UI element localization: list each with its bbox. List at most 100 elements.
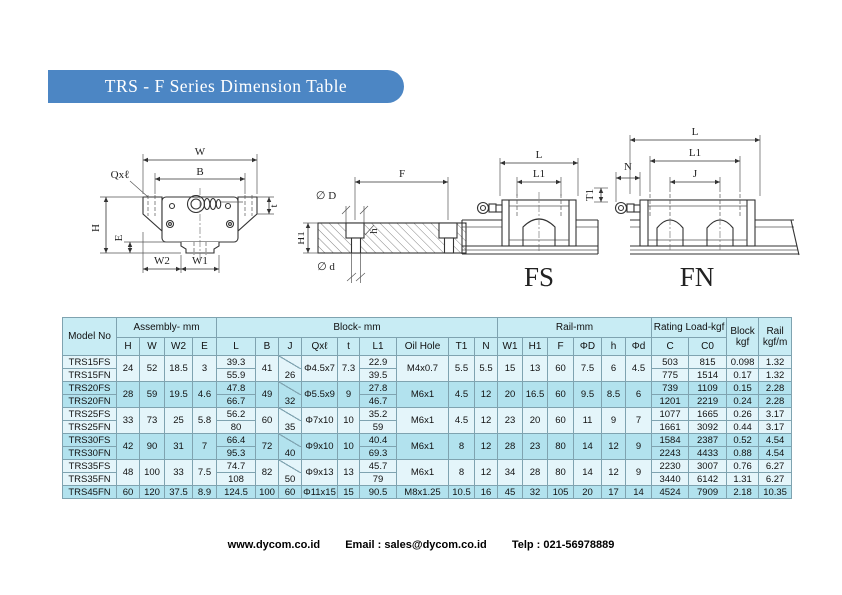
cell: 9 (624, 433, 653, 460)
cell: 14 (573, 459, 602, 486)
dim-label-t: t (268, 204, 280, 207)
diagonal-line (279, 408, 301, 421)
cell: 8.9 (192, 485, 217, 499)
dim-label-H1: H1 (298, 231, 307, 244)
cell: 5.5 (448, 355, 475, 382)
cell: 90 (139, 433, 165, 460)
cell: 55.9 (216, 368, 256, 382)
cell: 73 (139, 407, 165, 434)
cell: 60 (547, 381, 574, 408)
cell: 17 (601, 485, 626, 499)
cell: 15 (337, 485, 360, 499)
cell: 7.3 (337, 355, 360, 382)
model-cell: TRS35FS (62, 459, 117, 473)
cell: 60 (547, 355, 574, 382)
cell: 95.3 (216, 446, 256, 460)
cell-value: 40 (284, 447, 296, 459)
cell: M4x0.7 (396, 355, 449, 382)
block-cross-section-drawing: W B Qxℓ H E W2 W1 (90, 146, 280, 273)
cell: 739 (651, 381, 690, 395)
cell: 0.15 (726, 381, 760, 395)
cell: 1665 (688, 407, 728, 421)
cell: 9 (337, 381, 360, 408)
cell: 82 (255, 459, 279, 486)
dim-label-W: W (195, 146, 206, 158)
cell: 6.27 (758, 472, 793, 486)
cell: 124.5 (216, 485, 256, 499)
cell: M6x1 (396, 407, 449, 434)
cell: 20 (522, 407, 548, 434)
cell: 108 (216, 472, 256, 486)
cell: 2230 (651, 459, 690, 473)
column-header: C0 (688, 337, 728, 356)
cell: 10 (337, 433, 360, 460)
cell: 3 (192, 355, 217, 382)
dim-label-L-fs: L (536, 149, 543, 161)
cell: 32 (522, 485, 548, 499)
cell: 26 (278, 355, 302, 382)
column-header: Φd (624, 337, 653, 356)
cell: 8 (448, 459, 475, 486)
cell: 35.2 (359, 407, 397, 421)
rail-section-drawing: F ∅ D h H1 ∅ d (298, 168, 467, 283)
diagonal-line (279, 382, 301, 395)
model-cell: TRS20FS (62, 381, 117, 395)
cell: 13 (522, 355, 548, 382)
cell: 1584 (651, 433, 690, 447)
column-header: L (216, 337, 256, 356)
dim-label-W2: W2 (154, 255, 170, 267)
cell: 28 (522, 459, 548, 486)
cell: 4433 (688, 446, 728, 460)
cell: 2219 (688, 394, 728, 408)
cell: 1.32 (758, 368, 793, 382)
dim-label-B: B (196, 166, 203, 178)
dim-label-h: h (368, 228, 380, 234)
cell-value: 26 (284, 369, 296, 381)
cell: 0.098 (726, 355, 760, 369)
cell: 100 (139, 459, 165, 486)
cell: 100 (255, 485, 279, 499)
cell: 31 (164, 433, 193, 460)
cell: 34 (497, 459, 523, 486)
group-header: Rating Load-kgf (651, 317, 728, 338)
cell: 23 (522, 433, 548, 460)
cell: 25 (164, 407, 193, 434)
model-cell: TRS45FN (62, 485, 117, 499)
cell: 3440 (651, 472, 690, 486)
cell: Φ9x10 (301, 433, 338, 460)
column-header: t (337, 337, 360, 356)
dim-label-T1: T1 (584, 189, 596, 201)
cell: 1661 (651, 420, 690, 434)
cell: 1077 (651, 407, 690, 421)
cell: M8x1.25 (396, 485, 449, 499)
cell: 0.17 (726, 368, 760, 382)
cell: 9 (601, 407, 626, 434)
cell: 815 (688, 355, 728, 369)
cell: 27.8 (359, 381, 397, 395)
cell: 4.5 (448, 407, 475, 434)
cell: 6 (601, 355, 626, 382)
view-label-FN: FN (680, 262, 715, 292)
cell: 3007 (688, 459, 728, 473)
dim-label-QxL: Qxℓ (111, 169, 130, 181)
cell: 48 (116, 459, 140, 486)
cell: 39.3 (216, 355, 256, 369)
cell: 12 (474, 407, 498, 434)
cell: 4524 (651, 485, 690, 499)
column-header: C (651, 337, 690, 356)
dim-label-W1: W1 (192, 255, 208, 267)
cell: 47.8 (216, 381, 256, 395)
cell: 46.7 (359, 394, 397, 408)
cell: 60 (278, 485, 302, 499)
cell: 14 (624, 485, 653, 499)
column-header: T1 (448, 337, 475, 356)
cell: 37.5 (164, 485, 193, 499)
cell: 42 (116, 433, 140, 460)
cell: 32 (278, 381, 302, 408)
